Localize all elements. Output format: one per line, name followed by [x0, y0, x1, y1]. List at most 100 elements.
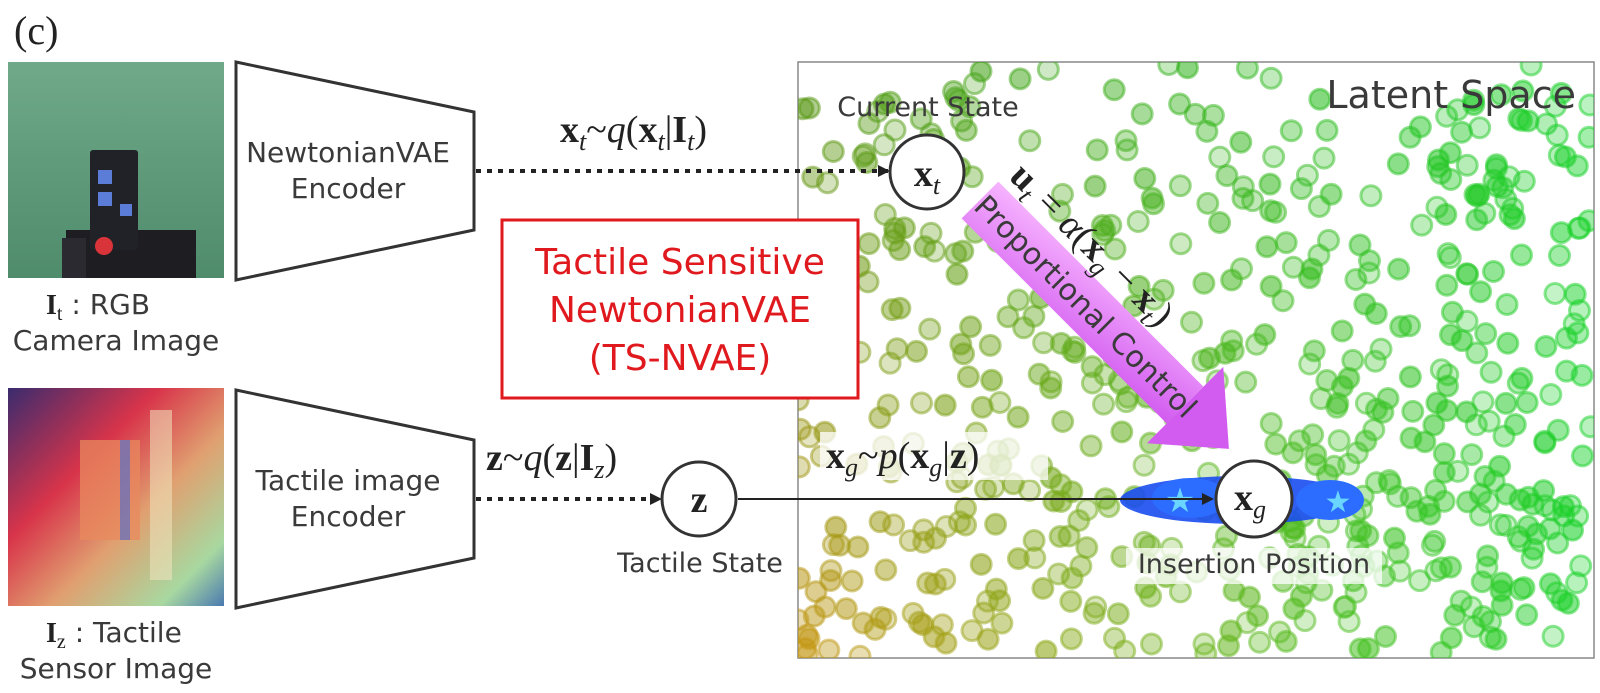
latent-point — [990, 611, 1014, 635]
latent-point — [1549, 81, 1573, 105]
tactile-caption-line2: Sensor Image — [20, 652, 213, 685]
latent-point — [945, 262, 969, 286]
latent-point — [1255, 235, 1279, 259]
latent-point — [1031, 576, 1055, 600]
latent-point — [1434, 203, 1458, 226]
latent-point — [1491, 176, 1515, 200]
latent-point — [1116, 385, 1140, 409]
latent-point — [1455, 153, 1479, 177]
camera-image — [8, 62, 224, 278]
latent-point — [1106, 602, 1130, 626]
latent-point — [1503, 413, 1527, 436]
latent-point — [1245, 332, 1269, 356]
latent-point — [1281, 255, 1305, 279]
latent-point — [1413, 430, 1437, 454]
latent-point — [1132, 453, 1156, 477]
latent-point — [1032, 331, 1056, 355]
latent-point — [1103, 626, 1126, 650]
latent-point — [1295, 163, 1319, 187]
latent-point — [1506, 525, 1530, 549]
latent-point — [1103, 237, 1127, 261]
latent-point — [1484, 627, 1508, 651]
latent-point — [1208, 211, 1232, 234]
latent-point — [1548, 244, 1571, 267]
latent-point — [1110, 420, 1134, 444]
latent-space-title: Latent Space — [1326, 73, 1576, 117]
z-node — [660, 460, 738, 538]
latent-point — [1279, 119, 1303, 143]
latent-point — [1369, 337, 1393, 361]
latent-point — [1229, 130, 1253, 154]
latent-point — [1238, 585, 1261, 609]
latent-point — [1534, 335, 1558, 358]
latent-point — [1139, 584, 1163, 608]
latent-point — [1262, 145, 1286, 169]
latent-point — [798, 96, 821, 120]
latent-point — [1488, 454, 1512, 478]
latent-point — [1571, 444, 1594, 468]
latent-point — [1550, 588, 1574, 612]
latent-point — [1435, 399, 1459, 422]
latent-point — [1337, 610, 1361, 633]
latent-point — [883, 118, 907, 142]
xg-node — [1214, 459, 1294, 539]
latent-point — [1455, 400, 1479, 424]
latent-point — [1429, 640, 1453, 658]
latent-point — [798, 455, 811, 479]
latent-point — [1565, 154, 1589, 178]
latent-point — [1315, 118, 1339, 142]
xt-node — [888, 133, 966, 211]
latent-point — [1051, 182, 1074, 206]
latent-point — [1569, 554, 1593, 578]
newtonian-encoder-label-1: NewtonianVAE — [246, 136, 450, 169]
latent-point — [798, 566, 811, 590]
tactile-encoder-label-1: Tactile image — [255, 464, 441, 497]
latent-point — [988, 589, 1012, 613]
latent-point — [1102, 78, 1126, 102]
latent-point — [1248, 630, 1272, 654]
latent-point — [1577, 209, 1594, 233]
latent-point — [963, 72, 986, 96]
latent-point — [1327, 429, 1351, 453]
latent-point — [873, 203, 897, 226]
newtonian-encoder-label-2: Encoder — [291, 172, 406, 205]
latent-point — [1365, 397, 1388, 421]
latent-point — [1302, 339, 1326, 363]
z-distribution-formula: z~q(z|Iz) — [486, 437, 617, 484]
latent-point — [1489, 83, 1513, 107]
latent-point — [1234, 370, 1258, 394]
insertion-position-label: Insertion Position — [1138, 549, 1370, 580]
xg-node-symbol: xg — [1234, 477, 1266, 524]
latent-point — [1432, 442, 1456, 466]
latent-point — [1034, 639, 1058, 658]
latent-point — [1515, 391, 1539, 414]
latent-point — [1532, 479, 1556, 503]
latent-point — [1418, 502, 1442, 526]
latent-point — [1298, 352, 1322, 376]
latent-point — [1494, 391, 1518, 415]
model-box-line2: NewtonianVAE — [549, 290, 811, 331]
latent-point — [905, 339, 928, 363]
latent-point — [1515, 603, 1539, 627]
latent-point — [1051, 410, 1075, 433]
latent-point — [848, 644, 872, 658]
latent-point — [1022, 529, 1046, 552]
latent-point — [1566, 321, 1590, 345]
xt-node-symbol: xt — [914, 153, 941, 200]
latent-point — [813, 595, 837, 619]
latent-point — [819, 569, 843, 592]
latent-point — [1408, 569, 1432, 593]
latent-point — [1374, 625, 1397, 648]
latent-point — [1543, 94, 1567, 118]
latent-point — [1386, 484, 1410, 508]
z-node-symbol: z — [691, 479, 708, 521]
latent-point — [1059, 627, 1083, 651]
latent-point — [1080, 371, 1104, 395]
latent-point — [1345, 441, 1369, 465]
latent-point — [1469, 503, 1493, 527]
latent-point — [798, 417, 812, 441]
model-box — [500, 218, 860, 400]
latent-point — [934, 515, 958, 538]
latent-point — [1358, 249, 1381, 273]
latent-point — [1231, 186, 1255, 210]
